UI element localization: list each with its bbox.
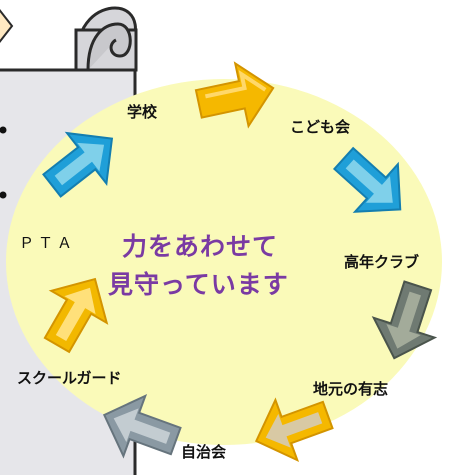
node-label-kodomokai: こども会: [290, 118, 351, 136]
bullet-dot: [0, 191, 7, 199]
node-label-gakko: 学校: [127, 103, 158, 121]
bullet-dot: [0, 126, 7, 134]
center-message-line2: 見守っています: [108, 270, 289, 299]
node-label-jimoto: 地元の有志: [313, 380, 389, 398]
node-label-school-guard: スクールガード: [17, 369, 122, 387]
arrow-guard-to-pta: [43, 277, 109, 354]
node-label-pta: ＰＴＡ: [19, 234, 77, 252]
arrow-pta-to-gakko: [42, 131, 114, 198]
cycle-arrow-icon: [42, 61, 438, 463]
scroll-curl: [86, 22, 132, 71]
arrow-jichikai-to-guard: [102, 393, 182, 459]
arrow-jimoto-to-jichikai: [254, 397, 334, 463]
arrow-gakko-to-kodomokai: [194, 61, 275, 129]
cycle-ellipse: [6, 79, 442, 445]
arrow-kodomokai-to-koneclub: [332, 146, 402, 213]
center-message: 力をあわせて 見守っています: [108, 228, 318, 304]
center-message-line1: 力をあわせて: [122, 232, 279, 261]
node-label-koneclub: 高年クラブ: [344, 253, 420, 271]
node-label-jichikai: 自治会: [181, 443, 227, 461]
corner-figure: [0, 8, 14, 44]
arrow-koneclub-to-jimoto: [371, 280, 438, 360]
